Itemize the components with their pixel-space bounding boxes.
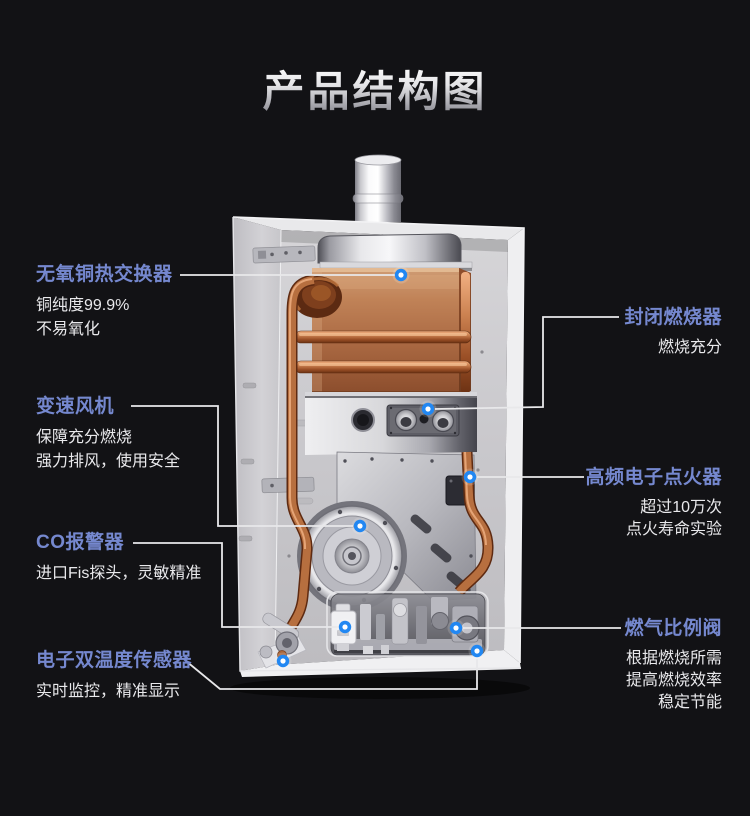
callout-gas-valve: 燃气比例阀 根据燃烧所需 提高燃烧效率 稳定节能	[624, 618, 722, 714]
hotspot-dot-gas-valve	[447, 619, 465, 637]
callout-line-burner	[434, 316, 619, 410]
callout-title: CO报警器	[36, 532, 125, 553]
callout-co-alarm: CO报警器 进口Fis探头，灵敏精准	[36, 532, 201, 586]
exhaust-hood	[317, 233, 473, 271]
callout-line-temp-sensor	[185, 659, 478, 690]
callout-desc: 燃烧充分	[657, 339, 722, 356]
hotspot-dot-temp-sensor	[468, 642, 486, 660]
variable-speed-fan	[297, 501, 407, 611]
gas-valve-assembly	[326, 591, 489, 657]
callout-burner: 封闭燃烧器 燃烧充分	[624, 307, 722, 359]
hotspot-dots	[274, 266, 486, 670]
copper-pipe-right	[454, 451, 494, 596]
callout-title: 电子双温度传感器	[36, 650, 193, 671]
callout-line-co-alarm	[133, 542, 338, 628]
callout-desc: 进口Fis探头，灵敏精准	[36, 565, 202, 582]
floor-shadow	[230, 677, 530, 699]
callout-desc: 超过10万次 点火寿命实验	[625, 499, 722, 538]
hotspot-dot-burner	[419, 400, 437, 418]
flue-pipe	[352, 154, 404, 222]
callout-desc: 实时监控，精准显示	[36, 683, 181, 700]
callout-desc: 保障充分燃烧 强力排风，使用安全	[36, 429, 181, 470]
callout-igniter: 高频电子点火器 超过10万次 点火寿命实验	[585, 467, 722, 541]
heat-exchanger-block	[292, 268, 472, 397]
mounting-bracket-top	[252, 245, 316, 264]
hotspot-dot-water-valve	[274, 652, 292, 670]
burner-box	[305, 392, 477, 455]
hotspot-dot-igniter	[461, 468, 479, 486]
callout-title: 变速风机	[36, 396, 115, 417]
hotspot-dot-fan	[351, 517, 369, 535]
callout-desc: 铜纯度99.9% 不易氧化	[36, 297, 130, 338]
callout-heat-exchanger: 无氧铜热交换器 铜纯度99.9% 不易氧化	[36, 264, 173, 342]
callout-lines	[131, 274, 621, 690]
callout-title: 无氧铜热交换器	[36, 264, 173, 285]
hotspot-dot-heat-exchanger	[392, 266, 410, 284]
copper-pipe-left	[278, 274, 315, 648]
callout-line-fan	[131, 405, 353, 527]
callout-title: 高频电子点火器	[585, 467, 722, 488]
callout-fan: 变速风机 保障充分燃烧 强力排风，使用安全	[36, 396, 180, 474]
hotspot-dot-co-alarm	[336, 618, 354, 636]
callout-temp-sensor: 电子双温度传感器 实时监控，精准显示	[36, 650, 192, 704]
callout-desc: 根据燃烧所需 提高燃烧效率 稳定节能	[625, 650, 722, 711]
callout-title: 封闭燃烧器	[624, 307, 722, 328]
callout-title: 燃气比例阀	[624, 618, 722, 639]
page-title: 产品结构图	[0, 58, 750, 119]
